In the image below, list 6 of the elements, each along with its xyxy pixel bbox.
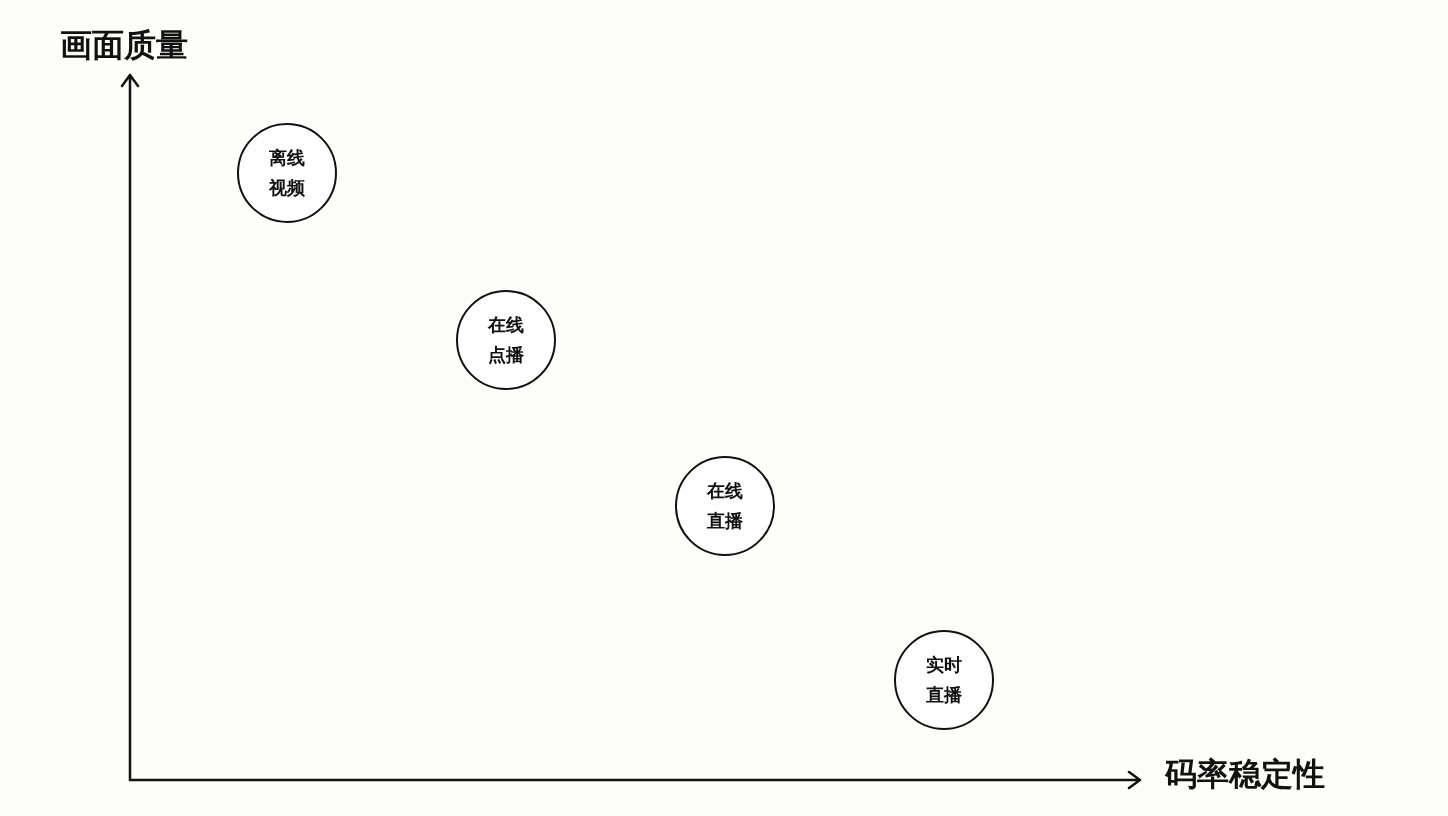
axis-title: 码率稳定性 [1165,755,1325,794]
category-circle: 实时直播 [894,630,994,730]
category-circle: 在线点播 [456,290,556,390]
axis-title: 画面质量 [60,26,188,65]
category-circle: 在线直播 [675,456,775,556]
category-circle: 离线视频 [237,123,337,223]
